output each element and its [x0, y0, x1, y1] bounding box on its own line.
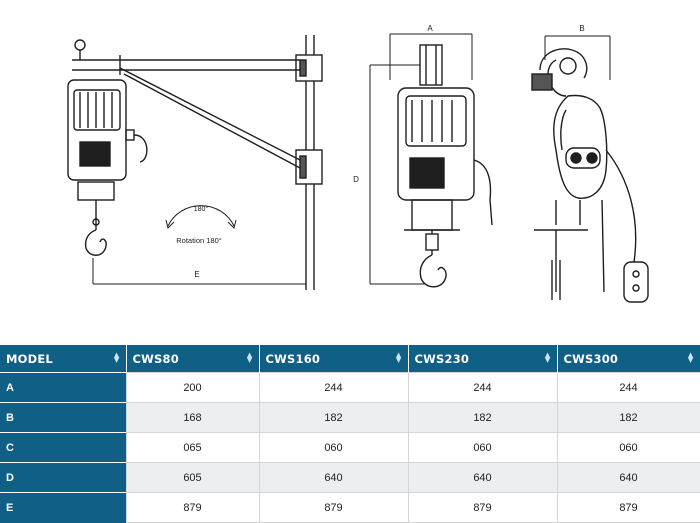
dimension-label-e: E	[194, 270, 199, 279]
column-header-cws230[interactable]: CWS230▲▼	[408, 345, 558, 373]
table-cell: 182	[556, 402, 700, 433]
hoist-side-view	[531, 35, 649, 303]
column-header-model[interactable]: MODEL▲▼	[0, 345, 127, 373]
table-row: A 200 244 244 244	[0, 372, 700, 403]
column-header-cws80[interactable]: CWS80▲▼	[126, 345, 260, 373]
dimension-label-a: A	[427, 24, 433, 33]
table-cell: 640	[556, 462, 700, 493]
table-row: E 879 879 879 879	[0, 492, 700, 523]
table-cell: 065	[125, 432, 260, 463]
row-label: B	[0, 402, 126, 433]
table-cell: 060	[407, 432, 558, 463]
row-label: D	[0, 462, 126, 493]
table-cell: 168	[125, 402, 260, 433]
table-header-row: MODEL▲▼ CWS80▲▼ CWS160▲▼ CWS230▲▼ CWS300…	[0, 345, 700, 373]
column-header-cws300[interactable]: CWS300▲▼	[557, 345, 700, 373]
jib-side-view	[67, 35, 323, 290]
sort-icon: ▲▼	[395, 351, 402, 364]
table-cell: 060	[556, 432, 700, 463]
model-spec-table: MODEL▲▼ CWS80▲▼ CWS160▲▼ CWS230▲▼ CWS300…	[0, 345, 700, 523]
table-row: D 605 640 640 640	[0, 462, 700, 493]
row-label: C	[0, 432, 126, 463]
table-cell: 060	[258, 432, 409, 463]
table-cell: 879	[556, 492, 700, 523]
table-cell: 200	[125, 372, 260, 403]
table-row: C 065 060 060 060	[0, 432, 700, 463]
table-cell: 182	[258, 402, 409, 433]
table-cell: 879	[407, 492, 558, 523]
sort-icon: ▲▼	[113, 351, 120, 364]
sort-icon: ▲▼	[687, 351, 694, 364]
rotation-label: Rotation 180°	[176, 236, 222, 245]
table-cell: 182	[407, 402, 558, 433]
table-cell: 640	[407, 462, 558, 493]
hoist-technical-drawing: A B D E 180° Rotation 180°	[67, 24, 649, 303]
dimension-label-d: D	[353, 175, 359, 184]
table-cell: 879	[125, 492, 260, 523]
row-label: E	[0, 492, 126, 523]
rotation-angle-label: 180°	[194, 205, 209, 213]
sort-icon: ▲▼	[246, 351, 253, 364]
table-cell: 605	[125, 462, 260, 493]
hoist-front-view	[369, 33, 493, 288]
table-cell: 879	[258, 492, 409, 523]
table-cell: 640	[258, 462, 409, 493]
table-row: B 168 182 182 182	[0, 402, 700, 433]
table-cell: 244	[407, 372, 558, 403]
column-header-cws160[interactable]: CWS160▲▼	[259, 345, 409, 373]
table-cell: 244	[556, 372, 700, 403]
row-label: A	[0, 372, 126, 403]
dimension-label-b: B	[579, 24, 584, 33]
sort-icon: ▲▼	[544, 351, 551, 364]
table-cell: 244	[258, 372, 409, 403]
